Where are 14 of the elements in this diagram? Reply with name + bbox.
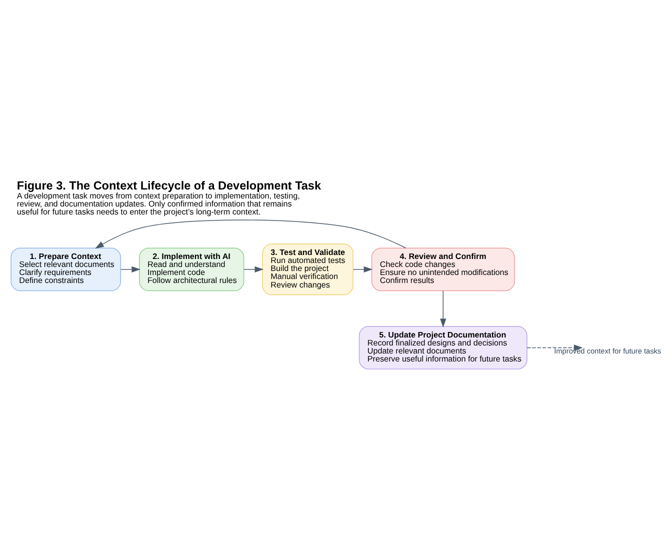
diagram-title: Figure 3. The Context Lifecycle of a Development Task <box>16 179 322 192</box>
node-box: 2. Implement with AI Read and understand Implement code Follow architectural rules <box>139 247 244 291</box>
node-box: 5. Update Project Documentation Record finalized designs and decisions Update relevant documents Preserve useful information for future tasks <box>358 326 528 369</box>
arrow <box>95 219 406 248</box>
caption: A development task moves from context preparation to implementation, testing, review, and documentation updates. Only confirmed information that remains useful for future tasks needs to enter the project’s long-term context. <box>16 190 300 216</box>
node-box: 3. Test and Validate Run automated tests Build the project Manual verification Review changes <box>262 243 354 295</box>
arrow <box>120 266 140 272</box>
edge-label: Improved context for future tasks <box>554 346 662 356</box>
node-box: 1. Prepare Context Select relevant documents Clarify requirements Define constraints <box>10 247 121 291</box>
node-box: 4. Review and Confirm Check code changes Ensure no unintended modifications Confirm results <box>371 247 515 291</box>
arrow <box>440 290 446 327</box>
arrow <box>526 344 583 350</box>
arrow <box>244 266 264 272</box>
arrow <box>352 266 373 272</box>
